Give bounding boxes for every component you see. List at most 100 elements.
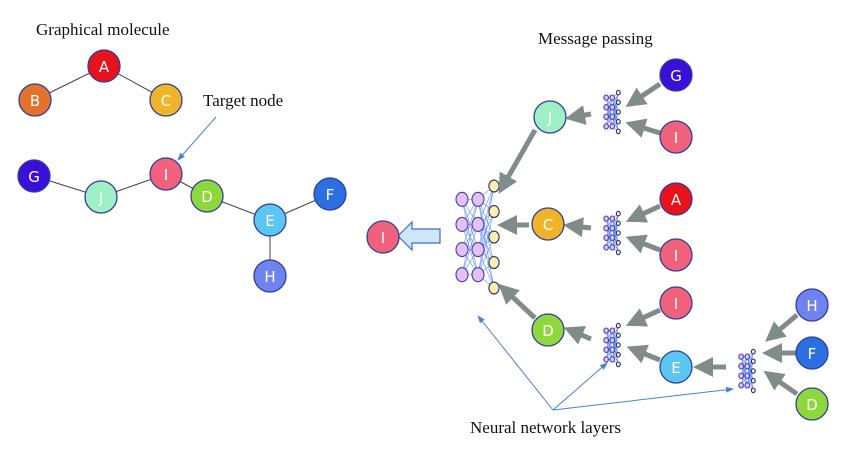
output-arrow-shape (397, 220, 441, 252)
node-label: H (264, 268, 275, 286)
hidden-neuron (471, 216, 485, 232)
node-label: F (808, 345, 817, 363)
nn-layer-main (455, 179, 500, 295)
neural-network-layers (455, 89, 756, 394)
molecule-node-b: B (18, 83, 52, 117)
hidden-neuron (738, 382, 744, 389)
mp-source-i-for-j: I (659, 120, 693, 154)
node-label: I (381, 229, 385, 247)
nn-link (605, 107, 613, 127)
arrow-nn-to-j (565, 105, 592, 125)
nn-layer-j (603, 89, 621, 135)
hidden-neuron (744, 353, 751, 360)
arrow-g-to-nn (625, 81, 662, 107)
arrow-j-to-nn (498, 128, 538, 194)
hidden-neuron (603, 346, 609, 353)
node-label: G (28, 168, 40, 186)
node-circle (659, 58, 693, 92)
output-neuron (615, 342, 621, 348)
arrow-e-to-nn-d (626, 344, 661, 364)
output-neuron (615, 99, 621, 106)
output-neuron (615, 89, 621, 96)
node-circle (795, 387, 829, 421)
node-label: F (326, 186, 335, 204)
hidden-neuron (603, 327, 609, 334)
nn-link (605, 97, 613, 127)
hidden-neuron (609, 123, 616, 130)
nn-link (611, 223, 619, 248)
nn-link (611, 102, 619, 127)
node-circle (190, 179, 224, 213)
hidden-neuron (455, 216, 469, 232)
nn-link (461, 199, 479, 250)
message-arrows (497, 81, 799, 397)
output-neuron (750, 377, 756, 384)
mp-source-i-for-c: I (659, 238, 693, 272)
mp-source-e-for-d: E (659, 350, 693, 384)
hidden-neuron (609, 356, 616, 363)
node-label: A (99, 58, 110, 76)
hidden-neuron (738, 363, 744, 370)
node-circle (795, 336, 829, 370)
output-neuron (750, 358, 756, 365)
nn-link (746, 361, 754, 386)
arrow-i-to-nn-d (625, 307, 662, 327)
output-neuron (488, 230, 500, 244)
molecule-node-e: E (253, 203, 287, 237)
hidden-neuron (738, 353, 744, 360)
output-neuron (750, 348, 756, 355)
output-neuron (615, 230, 621, 236)
molecule-node-a: A (87, 49, 121, 83)
hidden-neuron (603, 94, 609, 101)
mp-source-a-for-c: A (659, 182, 693, 216)
arrow-i-to-nn-c (625, 234, 661, 254)
hidden-neuron (744, 363, 751, 370)
nn-label-arrow-main (477, 315, 554, 411)
nn-link (477, 211, 495, 275)
output-neuron (488, 281, 500, 295)
neural-network-layers-label: Neural network layers (470, 418, 621, 437)
node-circle (659, 238, 693, 272)
nn-layer-c (603, 210, 621, 256)
hidden-neuron (609, 225, 616, 232)
mp-node-d: D (531, 313, 565, 347)
molecule-node-i-target: I (149, 157, 183, 191)
output-neuron (615, 118, 621, 125)
node-circle (149, 83, 183, 117)
hidden-neuron (471, 191, 485, 207)
output-neuron (488, 205, 500, 219)
node-circle (253, 203, 287, 237)
nn-link (605, 340, 613, 360)
hidden-neuron (609, 113, 616, 120)
node-label: D (201, 188, 213, 206)
molecule-node-j: J (84, 180, 118, 214)
node-label: I (164, 166, 168, 184)
message-passing-title: Message passing (538, 29, 653, 48)
node-label: I (674, 247, 678, 265)
mp-source-h-for-e: H (795, 288, 829, 322)
nn-link (461, 199, 479, 275)
nn-layer-e (738, 348, 756, 394)
molecule-node-g: G (17, 159, 51, 193)
node-label: C (161, 92, 171, 110)
nn-link (461, 224, 479, 275)
node-circle (659, 286, 693, 320)
output-neuron (615, 332, 621, 339)
output-arrow (397, 220, 441, 252)
output-neuron (615, 128, 621, 135)
mp-source-g-for-j: G (659, 58, 693, 92)
hidden-neuron (603, 244, 609, 251)
molecule-node-d: D (190, 179, 224, 213)
target-node-arrow (177, 116, 217, 161)
node-circle (531, 207, 565, 241)
node-circle (18, 83, 52, 117)
output-node-i: I (366, 220, 400, 254)
node-label: I (674, 295, 678, 313)
hidden-neuron (603, 104, 609, 111)
nn-link (605, 218, 613, 248)
node-circle (313, 177, 347, 211)
hidden-neuron (609, 337, 616, 344)
mp-node-c: C (531, 207, 565, 241)
node-label: D (542, 322, 554, 340)
